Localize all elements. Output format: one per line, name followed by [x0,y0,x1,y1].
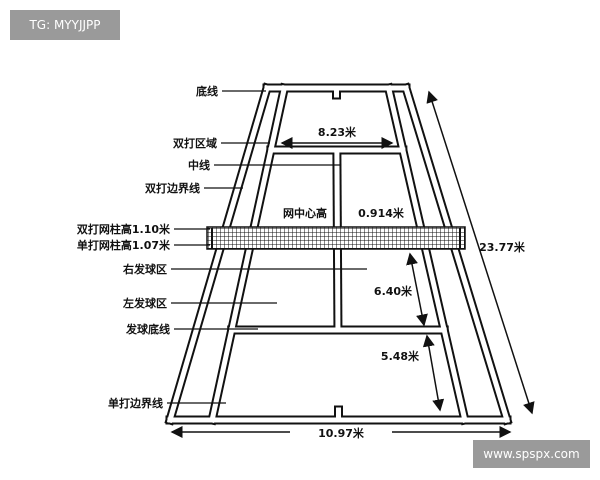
dim-backcourt-length: 5.48米 [381,349,420,363]
dim-doubles-width: 10.97米 [318,426,365,440]
dimension-arrows [170,90,535,438]
label-singles-sideline: 单打边界线 [108,396,163,410]
dim-singles-width: 8.23米 [318,125,357,139]
dim-service-box-length: 6.40米 [374,284,413,298]
dim-court-length: 23.77米 [479,240,526,254]
label-service-line: 发球底线 [125,322,170,336]
watermark-top-left: TG: MYYJJPP [10,10,120,40]
watermark-bottom-right: www.spspx.com [473,440,590,468]
label-left-service-box: 左发球区 [122,296,167,310]
label-net-center-height: 网中心高 [283,206,327,220]
label-singles-post-height: 单打网柱高1.07米 [77,238,171,252]
leader-lines [167,90,367,404]
label-doubles-sideline: 双打边界线 [145,181,200,195]
label-right-service-box: 右发球区 [122,262,167,276]
net [206,226,466,250]
singles-sideline-left [209,85,288,423]
label-doubles-post-height: 双打网柱高1.10米 [77,222,171,236]
label-doubles-alley: 双打区域 [173,136,217,150]
dim-net-center: 0.914米 [358,206,405,220]
label-center-line: 中线 [188,158,210,172]
label-baseline: 底线 [196,84,218,98]
